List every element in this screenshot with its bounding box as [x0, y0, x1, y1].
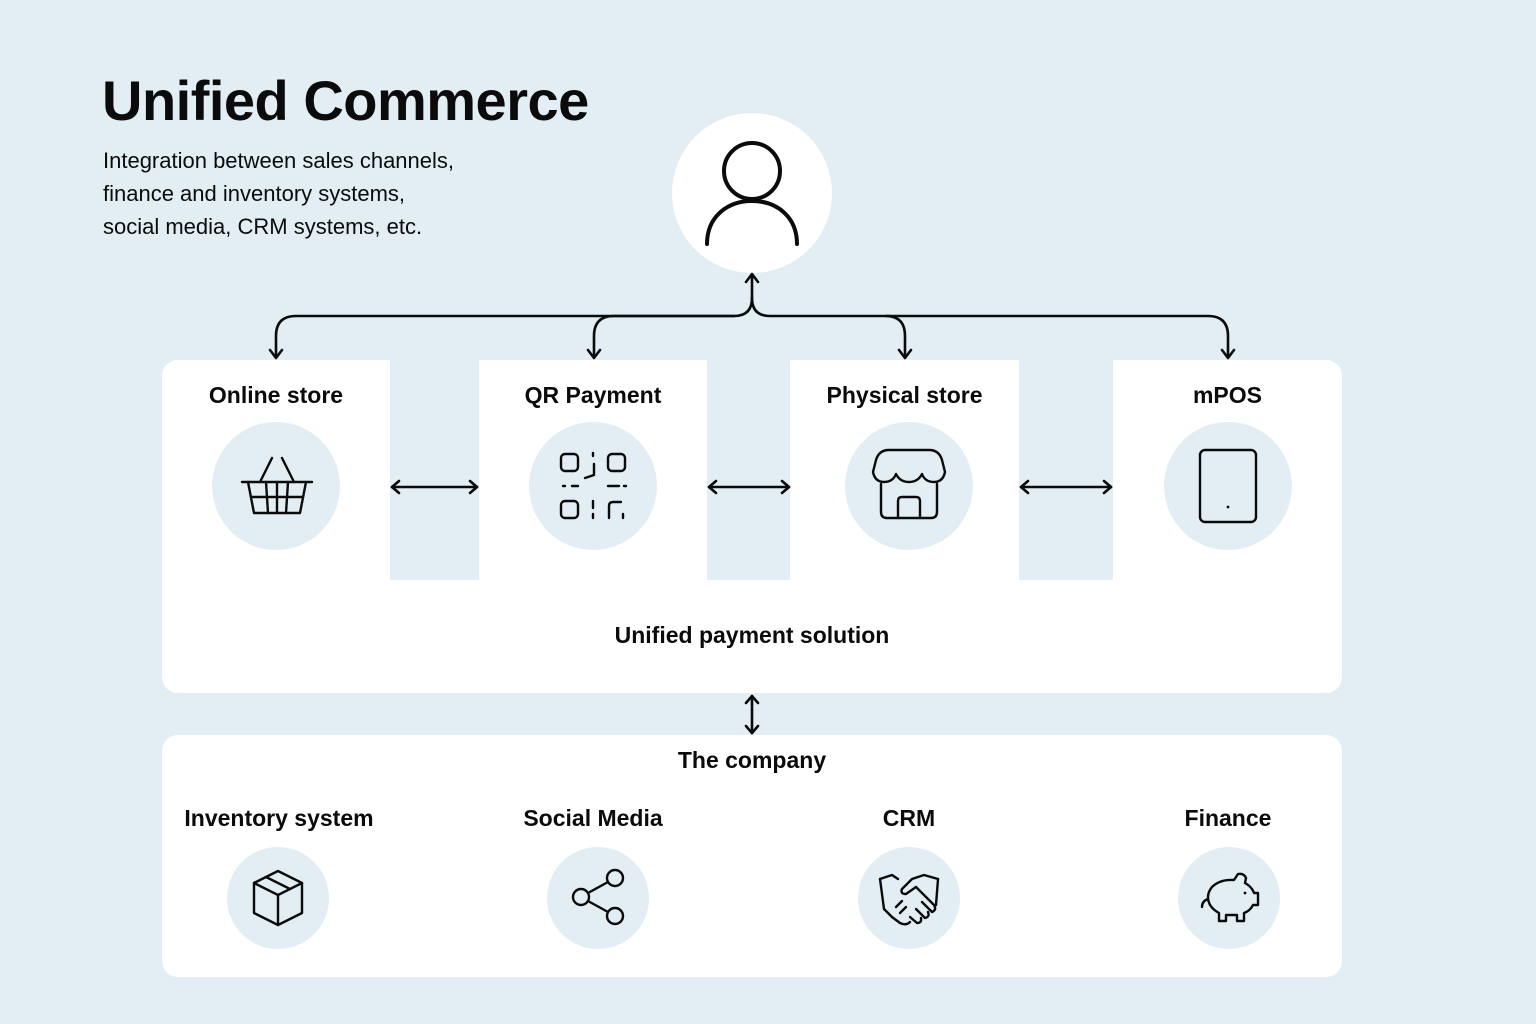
channel-icon-circle [845, 422, 973, 550]
arrowhead-down [268, 348, 284, 360]
channel-label: QR Payment [524, 382, 662, 408]
page-title: Unified Commerce [102, 69, 589, 132]
arrowhead-up [744, 272, 760, 284]
system-social-media: Social Media [473, 805, 713, 955]
channel-physical-store: Physical store [790, 360, 1019, 580]
system-icon-circle [1178, 847, 1280, 949]
tablet-icon [1198, 448, 1258, 524]
channel-online-store: Online store [162, 360, 390, 580]
system-label: Social Media [523, 805, 663, 831]
channel-label: Physical store [826, 382, 983, 408]
subtitle-line: social media, CRM systems, etc. [103, 214, 423, 239]
panel-gap [707, 360, 790, 580]
share-icon [571, 868, 625, 926]
system-label: Inventory system [184, 805, 374, 831]
arrowhead-down [1220, 348, 1236, 360]
box-icon [252, 869, 304, 927]
customer-node [672, 113, 832, 273]
basket-icon [240, 456, 314, 515]
system-crm: CRM [789, 805, 1029, 955]
channel-label: mPOS [1192, 382, 1263, 408]
subtitle-line: finance and inventory systems, [103, 181, 406, 206]
tree-connector [750, 296, 907, 358]
subtitle-line: Integration between sales channels, [103, 148, 455, 173]
tree-connector [274, 274, 754, 358]
panel-gap [1019, 360, 1113, 580]
tree-connector [884, 314, 1230, 358]
page-subtitle: Integration between sales channels, fina… [103, 144, 454, 243]
channel-icon-circle [212, 422, 340, 550]
user-icon [705, 141, 799, 246]
arrowhead-down [586, 348, 602, 360]
channel-icon-circle [1164, 422, 1292, 550]
qr-code-icon [559, 451, 628, 520]
system-icon-circle [227, 847, 329, 949]
storefront-icon [871, 448, 947, 520]
company-title: The company [677, 747, 827, 773]
channel-qr-payment: QR Payment [479, 360, 707, 580]
system-icon-circle [547, 847, 649, 949]
handshake-icon [878, 873, 940, 926]
piggy-bank-icon [1200, 872, 1260, 923]
arrowhead-down [897, 348, 913, 360]
system-inventory: Inventory system [159, 805, 399, 955]
channel-label: Online store [208, 382, 344, 408]
panel-gap [390, 360, 479, 580]
system-label: CRM [882, 805, 936, 831]
channel-icon-circle [529, 422, 657, 550]
system-finance: Finance [1108, 805, 1348, 955]
system-label: Finance [1184, 805, 1272, 831]
double-arrow-vertical [744, 694, 760, 735]
tree-connector [592, 314, 736, 358]
company-panel: The company Inventory system Social Medi… [162, 735, 1342, 977]
unified-payment-solution-label: Unified payment solution [614, 622, 890, 648]
channel-mpos: mPOS [1113, 360, 1342, 580]
system-icon-circle [858, 847, 960, 949]
